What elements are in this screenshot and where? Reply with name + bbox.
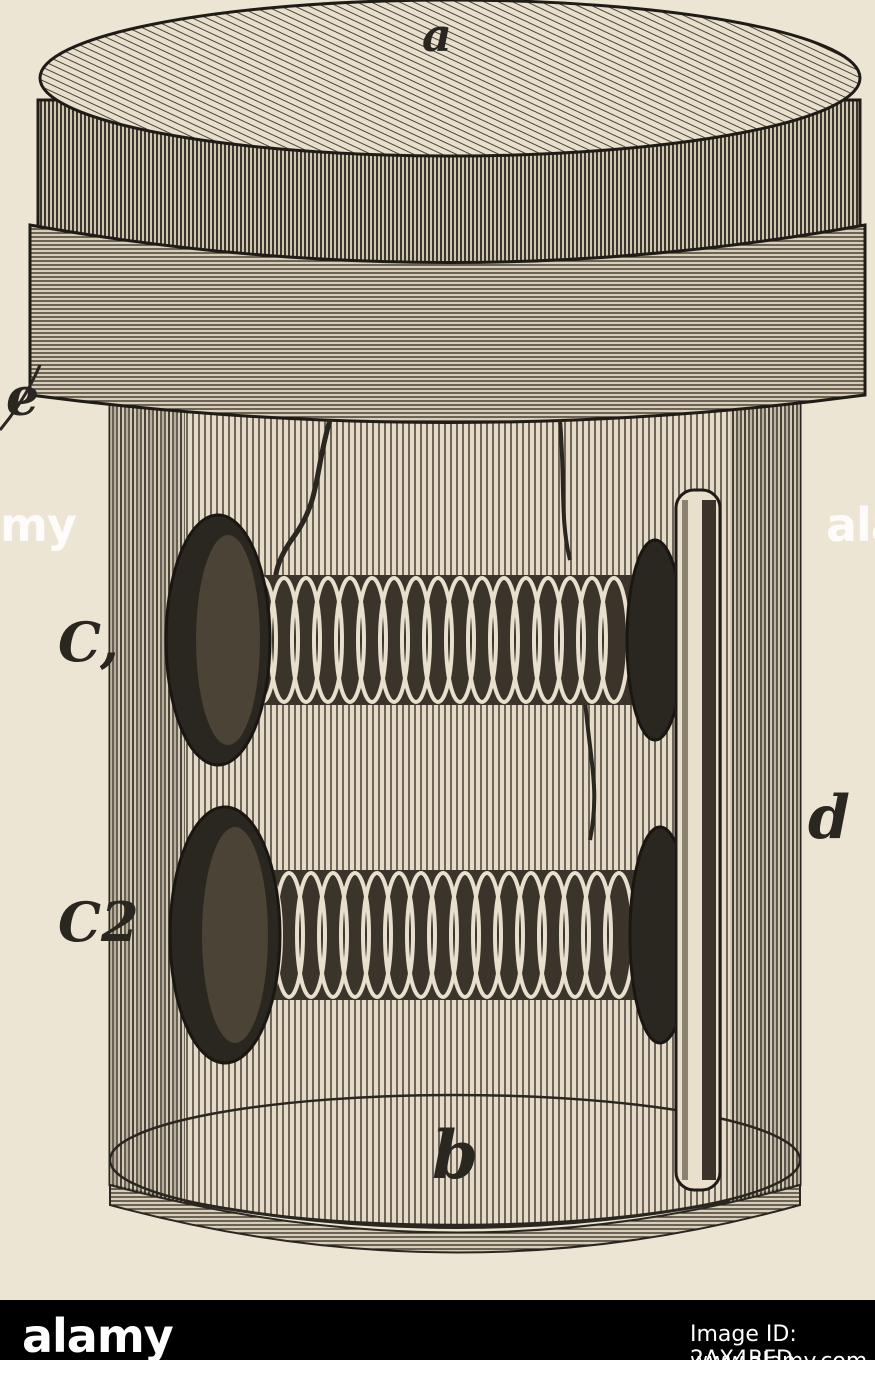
wire-top <box>272 419 333 586</box>
label-c1: C, <box>58 610 119 674</box>
watermark-right: ala <box>826 498 875 552</box>
rod-d <box>674 488 722 1192</box>
alamy-logo[interactable]: alamy <box>22 1309 174 1363</box>
lid-band <box>28 223 867 424</box>
lid-top <box>38 0 862 158</box>
image-id-text: Image ID: 2AX4RFD <box>690 1322 797 1372</box>
footer-bar <box>0 1300 875 1360</box>
coil-c1 <box>164 513 685 767</box>
label-e: e <box>6 367 40 428</box>
footer-margin <box>0 1360 875 1390</box>
site-url-link[interactable]: www.alamy.com <box>690 1349 868 1374</box>
wire-right <box>558 419 572 561</box>
engraving-illustration: a e C, C2 d b my ala <box>0 0 875 1300</box>
watermark-left: my <box>0 498 77 552</box>
label-a: a <box>422 8 452 62</box>
jar-base-rim <box>108 1093 802 1227</box>
label-c2: C2 <box>58 890 139 954</box>
label-d: d <box>808 783 850 853</box>
stock-footer <box>0 1300 875 1390</box>
label-b: b <box>432 1116 479 1194</box>
jar-engraving <box>0 0 867 1254</box>
